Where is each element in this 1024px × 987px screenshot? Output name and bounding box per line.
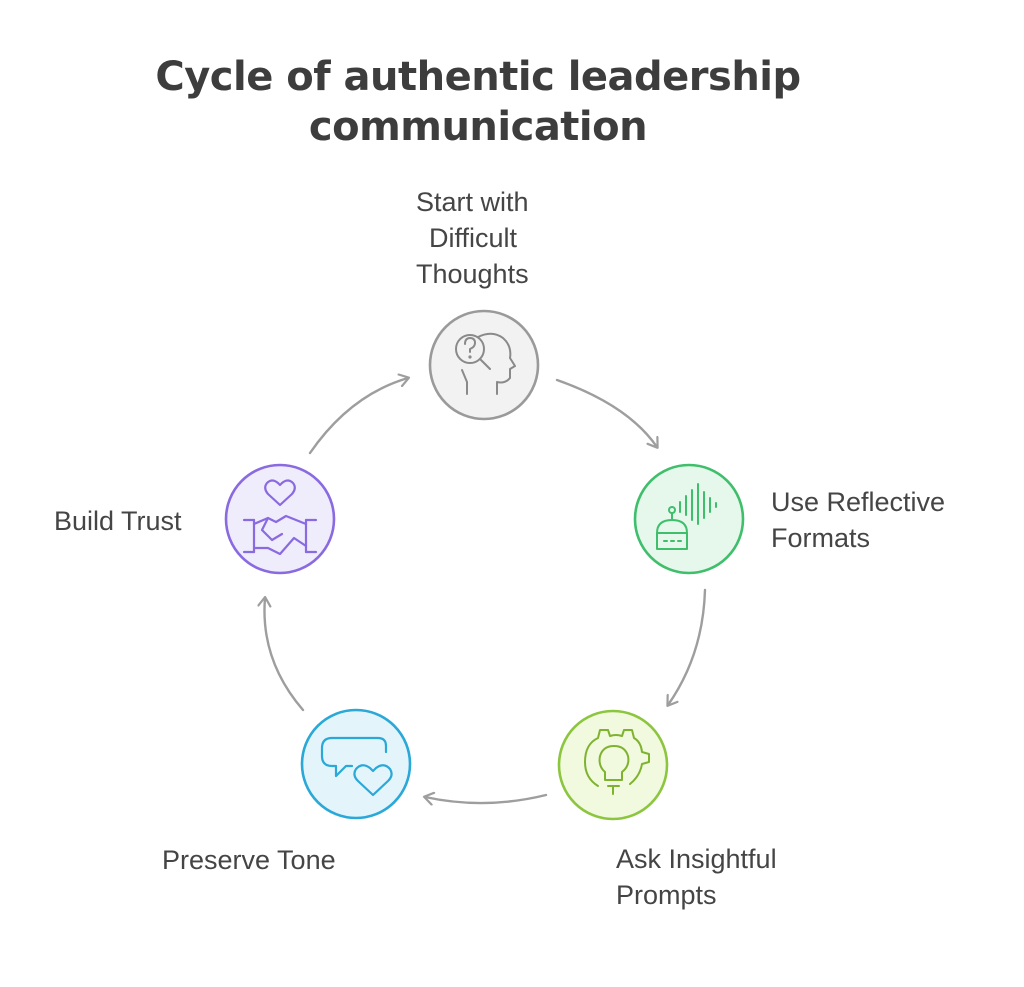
step-label-use-reflective-formats: Use Reflective Formats (771, 484, 945, 556)
thinking-head-question-icon (455, 332, 516, 395)
arrow-5-to-1 (308, 378, 408, 455)
step-circle (557, 709, 669, 821)
step-label-line: Build Trust (54, 506, 182, 536)
step-circle (300, 708, 412, 820)
step-label-line: Thoughts (416, 259, 529, 289)
step-label-line: Use Reflective (771, 487, 946, 517)
step-label-line: Formats (771, 523, 871, 553)
robot-sound-wave-icon (656, 483, 717, 550)
handshake-heart-icon (242, 479, 318, 556)
step-label-build-trust: Build Trust (54, 503, 182, 539)
speech-bubble-heart-icon (320, 736, 393, 797)
step-label-line: Prompts (616, 880, 717, 910)
step-label-line: Preserve Tone (162, 845, 336, 875)
arrow-1-to-2 (555, 378, 657, 447)
gear-lightbulb-icon (584, 729, 650, 795)
arrow-3-to-4 (425, 795, 548, 803)
step-label-ask-insightful-prompts: Ask Insightful Prompts (616, 841, 777, 913)
step-label-line: Ask Insightful (616, 844, 777, 874)
step-circle (428, 309, 540, 421)
step-node-start-with-difficult-thoughts (428, 309, 540, 421)
step-label-line: Start with (416, 187, 529, 217)
title-line-2: communication (308, 104, 648, 150)
step-node-use-reflective-formats (633, 463, 745, 575)
step-circle (633, 463, 745, 575)
step-node-preserve-tone (300, 708, 412, 820)
step-label-start-with-difficult-thoughts: Start with Difficult Thoughts (416, 184, 529, 292)
arrow-4-to-5 (264, 598, 305, 712)
cycle-arrows (264, 378, 707, 803)
title-line-1: Cycle of authentic leadership (155, 54, 801, 100)
step-label-preserve-tone: Preserve Tone (162, 842, 336, 878)
arrow-2-to-3 (668, 588, 707, 705)
step-label-line: Difficult (429, 223, 518, 253)
step-node-ask-insightful-prompts (557, 709, 669, 821)
diagram-title: Cycle of authentic leadership communicat… (0, 52, 956, 152)
step-node-build-trust (224, 463, 336, 575)
